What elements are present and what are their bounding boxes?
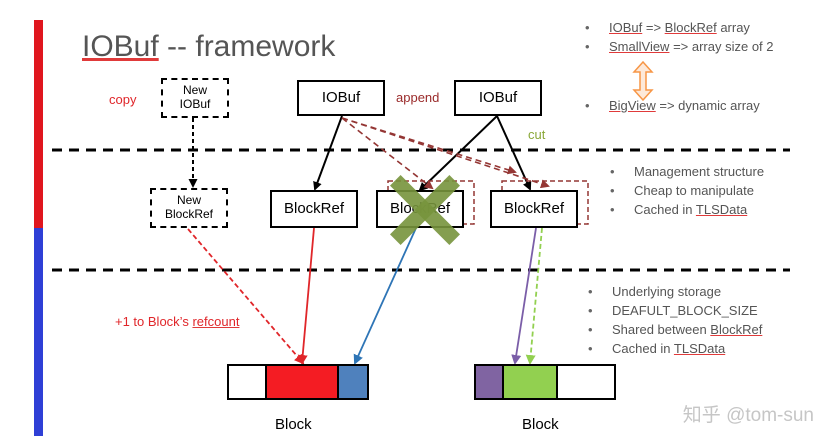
note-cached-text-bottom: Cached in	[612, 341, 674, 356]
block-left-segment-red	[265, 366, 339, 398]
note-term-iobuf: IOBuf	[609, 20, 643, 35]
blockref-box-a: BlockRef	[270, 190, 358, 228]
refcount-prefix: +1 to Block’s	[115, 314, 193, 329]
note-cheap-to-manipulate: Cheap to manipulate	[608, 181, 764, 200]
watermark: 知乎 @tom-sun	[682, 405, 814, 426]
note-array-text: array	[716, 20, 750, 35]
note-cached-text: Cached in	[634, 202, 696, 217]
arrow-iobuf-left-to-blockref-a	[313, 115, 343, 191]
notes-bottom: Underlying storage DEAFULT_BLOCK_SIZE Sh…	[586, 282, 762, 358]
note-smallview: SmallView => array size of 2	[583, 37, 774, 56]
note-term-bigview: BigView	[609, 98, 656, 113]
blockref-box-c: BlockRef	[490, 190, 578, 228]
block-left-segment-blue	[339, 366, 367, 398]
blockref-b-to-block	[353, 227, 417, 365]
title-rest: -- framework	[158, 30, 336, 63]
note-underlying-storage: Underlying storage	[586, 282, 762, 301]
cut-arrow-to-green	[525, 227, 543, 365]
note-iobuf-blockref-array: IOBuf => BlockRef array	[583, 18, 774, 37]
slide-title: IOBuf -- framework	[82, 30, 335, 64]
note-term-tlsdata: TLSData	[695, 202, 748, 217]
append-arrow-to-b	[341, 117, 434, 190]
block-left	[227, 364, 369, 400]
refcount-word: refcount	[192, 314, 240, 329]
note-term-tlsdata-bottom: TLSData	[673, 341, 726, 356]
new-iobuf-line2: IOBuf	[179, 97, 211, 111]
title-iobuf: IOBuf	[82, 30, 159, 63]
accent-bar-blue	[34, 228, 43, 436]
append-label: append	[396, 90, 440, 105]
new-blockref-line2: BlockRef	[164, 207, 214, 221]
note-management-structure: Management structure	[608, 162, 764, 181]
arrow-iobuf-right-to-blockref-c	[496, 115, 532, 191]
note-shared-text: Shared between	[612, 322, 711, 337]
append-arrow-mid	[341, 117, 517, 175]
accent-bar-red	[34, 20, 43, 228]
note-term-blockref-bottom: BlockRef	[710, 322, 763, 337]
cut-label: cut	[528, 127, 546, 142]
copy-label: copy	[109, 92, 137, 107]
note-term-blockref: BlockRef	[664, 20, 717, 35]
block-right	[474, 364, 616, 400]
block-right-segment-green	[504, 366, 558, 398]
note-arrow-text: =>	[642, 20, 665, 35]
note-cached-tlsdata-bottom: Cached in TLSData	[586, 339, 762, 358]
blockref-a-to-block	[297, 227, 315, 365]
iobuf-box-right: IOBuf	[454, 80, 542, 116]
notes-mid: Management structure Cheap to manipulate…	[608, 162, 764, 219]
new-iobuf-line1: New	[182, 83, 207, 98]
block-right-segment-purple	[476, 366, 504, 398]
cross-icon-overlay	[389, 174, 461, 246]
block-left-label: Block	[275, 416, 312, 433]
refcount-label: +1 to Block’s refcount	[115, 314, 239, 329]
new-blockref-line1: New	[176, 193, 201, 208]
arrow-iobuf-right-to-blockref-b	[418, 115, 498, 192]
note-default-block-size: DEAFULT_BLOCK_SIZE	[586, 301, 762, 320]
notes-top: IOBuf => BlockRef array SmallView => arr…	[583, 18, 774, 115]
note-cached-tlsdata-mid: Cached in TLSData	[608, 200, 764, 219]
note-smallview-text: => array size of 2	[669, 39, 774, 54]
note-bigview-text: => dynamic array	[655, 98, 760, 113]
blockref-c-to-purple	[511, 227, 537, 365]
iobuf-box-left: IOBuf	[297, 80, 385, 116]
note-shared-between-blockref: Shared between BlockRef	[586, 320, 762, 339]
refcount-arrow	[187, 228, 305, 365]
note-bigview: BigView => dynamic array	[583, 96, 774, 115]
append-arrow-to-c	[341, 117, 550, 189]
block-right-label: Block	[522, 416, 559, 433]
note-term-smallview: SmallView	[609, 39, 670, 54]
